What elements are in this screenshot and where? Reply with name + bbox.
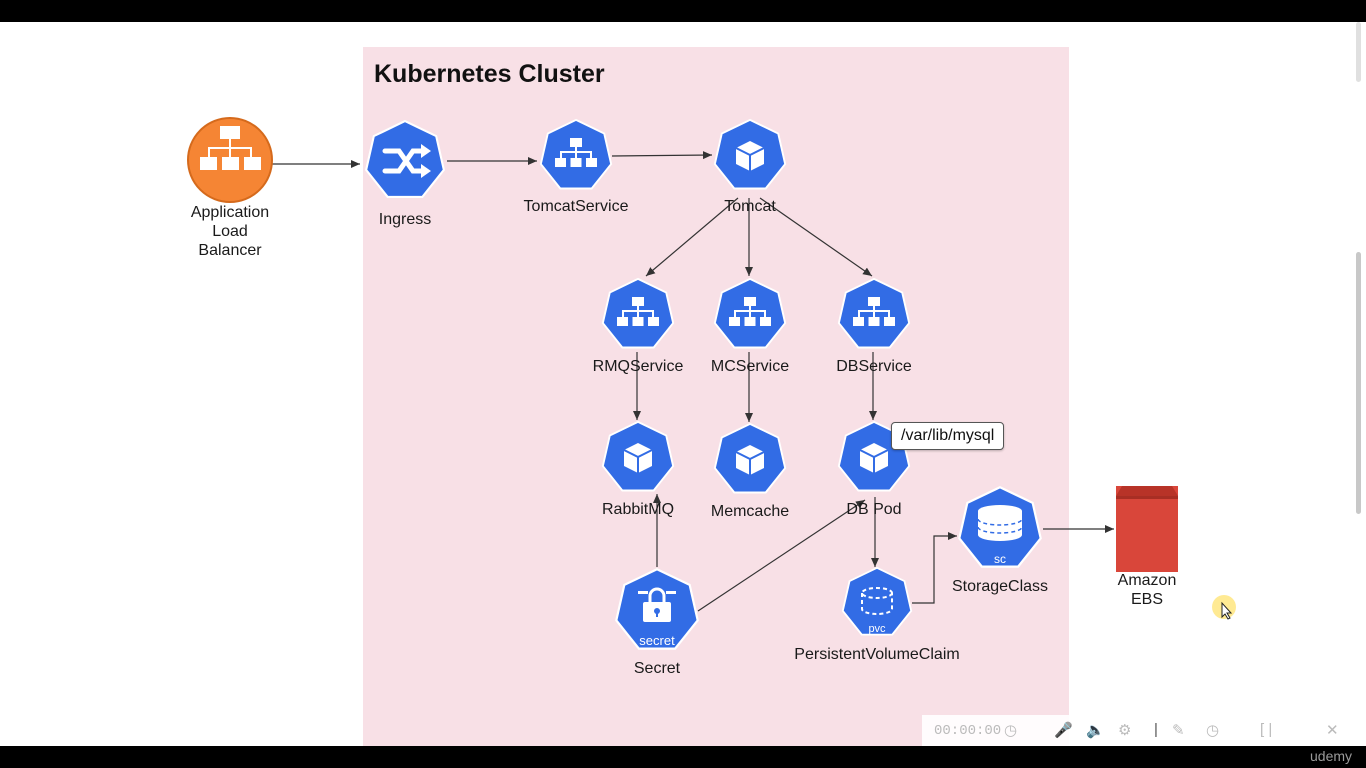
db-pod-label: DB Pod	[846, 501, 902, 518]
rmqservice-label: RMQService	[592, 358, 684, 375]
ingress-label: Ingress	[378, 211, 432, 228]
edge-secret-dbpod	[697, 499, 866, 612]
application-load-balancer-icon	[187, 117, 273, 203]
top-black-bar	[0, 0, 1366, 22]
pvc-label: PersistentVolumeClaim	[794, 646, 960, 663]
tomcat-pod-icon	[713, 118, 787, 190]
edges	[272, 151, 1114, 612]
memcache-label: Memcache	[710, 503, 790, 520]
timer-icon[interactable]: ◷	[1004, 722, 1018, 739]
diagram-canvas: Kubernetes Cluster	[0, 22, 1366, 746]
amazon-ebs-label: Amazon EBS	[1117, 572, 1177, 608]
rabbitmq-pod-icon	[601, 420, 675, 492]
storageclass-label: StorageClass	[951, 578, 1049, 595]
alb-label: Application Load Balancer	[190, 204, 270, 259]
storageclass-badge: sc	[994, 552, 1006, 566]
dbservice-icon	[837, 277, 911, 349]
tomcatservice-icon	[539, 118, 613, 190]
split-icon[interactable]: [ |	[1260, 721, 1273, 738]
storageclass-icon: sc	[958, 486, 1042, 568]
secret-icon: secret	[615, 568, 699, 650]
stopwatch-icon[interactable]: ◷	[1206, 722, 1220, 739]
edge-tomcat-rmqservice	[645, 197, 739, 277]
mcservice-icon	[713, 277, 787, 349]
playback-time: 00:00:00	[934, 723, 1002, 739]
memcache-pod-icon	[713, 422, 787, 494]
divider-icon: |	[1154, 721, 1158, 738]
pencil-icon[interactable]: ✎	[1172, 722, 1185, 739]
edge-pvc-storageclass	[912, 532, 957, 604]
mouse-cursor-icon	[1212, 595, 1236, 620]
udemy-logo: udemy	[1310, 748, 1353, 764]
mcservice-label: MCService	[710, 358, 790, 375]
cluster-title: Kubernetes Cluster	[374, 60, 605, 88]
close-icon[interactable]: ✕	[1326, 722, 1339, 739]
amazon-ebs-icon	[1116, 486, 1178, 572]
player-controls: 00:00:00 ◷ 🎤 🔈 ⚙ | ✎ ◷ [ | ✕	[922, 715, 1362, 746]
diagram-svg: secret pvc sc	[187, 117, 1236, 650]
secret-badge: secret	[639, 633, 675, 648]
microphone-icon[interactable]: 🎤	[1054, 722, 1073, 739]
pvc-badge: pvc	[868, 623, 886, 635]
rmqservice-icon	[601, 277, 675, 349]
mount-path-callout: /var/lib/mysql	[891, 422, 1005, 450]
scrollbar-track-top	[1356, 22, 1361, 82]
edge-tomcat-dbservice	[759, 197, 873, 277]
bottom-black-bar: udemy	[0, 746, 1366, 768]
dbservice-label: DBService	[836, 358, 912, 375]
edge-tomcatservice-tomcat	[611, 151, 713, 160]
pvc-icon: pvc	[841, 566, 913, 636]
secret-label: Secret	[633, 660, 681, 677]
tomcatservice-label: TomcatService	[523, 198, 629, 215]
scrollbar-thumb[interactable]	[1356, 252, 1361, 514]
ingress-icon	[365, 120, 445, 198]
gear-icon[interactable]: ⚙	[1118, 722, 1132, 739]
tomcat-label: Tomcat	[724, 198, 776, 215]
rabbitmq-label: RabbitMQ	[601, 501, 675, 518]
speaker-icon[interactable]: 🔈	[1086, 722, 1105, 739]
